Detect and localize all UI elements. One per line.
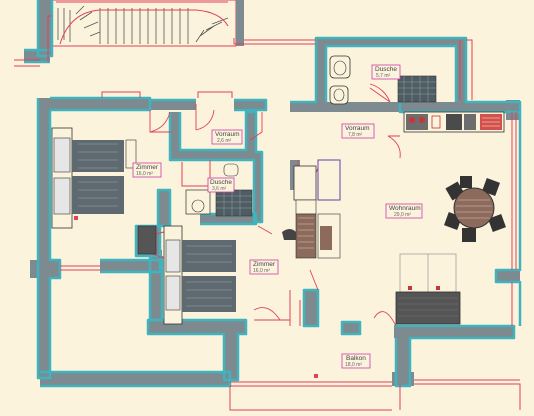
window-lines <box>14 15 521 411</box>
room-name: Vorraum <box>215 131 240 138</box>
desk-and-wardrobe <box>282 159 341 259</box>
room-name: Zimmer <box>253 261 276 268</box>
bathroom-fixtures-top <box>329 55 437 105</box>
staircase <box>47 0 237 47</box>
bathroom-fixtures-mid <box>185 163 253 217</box>
room-name: Dusche <box>375 66 397 73</box>
room-name: Zimmer <box>136 164 159 171</box>
room-area: 7,8 m² <box>348 132 363 138</box>
room-area: 16,0 m² <box>136 171 153 177</box>
room-area: 2,6 m² <box>217 138 232 144</box>
room-name: Vorraum <box>345 125 370 132</box>
dining-table <box>444 176 506 242</box>
room-name: Wohnraum <box>389 205 421 212</box>
room-area: 29,0 m² <box>394 212 411 218</box>
room-name: Dusche <box>210 179 232 186</box>
room-label-dusche-mid: Dusche 3,6 m² <box>207 177 235 193</box>
room-label-balkon: Balkon 18,0 m² <box>341 353 371 369</box>
room-label-vorraum-left: Vorraum 2,6 m² <box>211 129 243 145</box>
double-bed-center <box>137 225 236 325</box>
wall-outline <box>24 0 522 388</box>
kitchen-counter <box>403 111 505 133</box>
room-area: 16,0 m² <box>253 268 270 274</box>
sofa <box>395 253 461 325</box>
room-label-vorraum-main: Vorraum 7,8 m² <box>341 123 375 139</box>
room-name: Balkon <box>346 355 366 362</box>
room-label-wohnraum: Wohnraum 29,0 m² <box>385 203 423 219</box>
room-label-zimmer-left: Zimmer 16,0 m² <box>132 162 162 178</box>
walls <box>24 0 520 386</box>
room-label-zimmer-right: Zimmer 16,0 m² <box>249 259 279 275</box>
room-area: 3,6 m² <box>212 186 227 192</box>
room-area: 5,7 m² <box>376 73 391 79</box>
room-label-dusche-top: Dusche 5,7 m² <box>371 64 401 80</box>
room-area: 18,0 m² <box>345 362 362 368</box>
double-bed-left <box>51 127 137 229</box>
